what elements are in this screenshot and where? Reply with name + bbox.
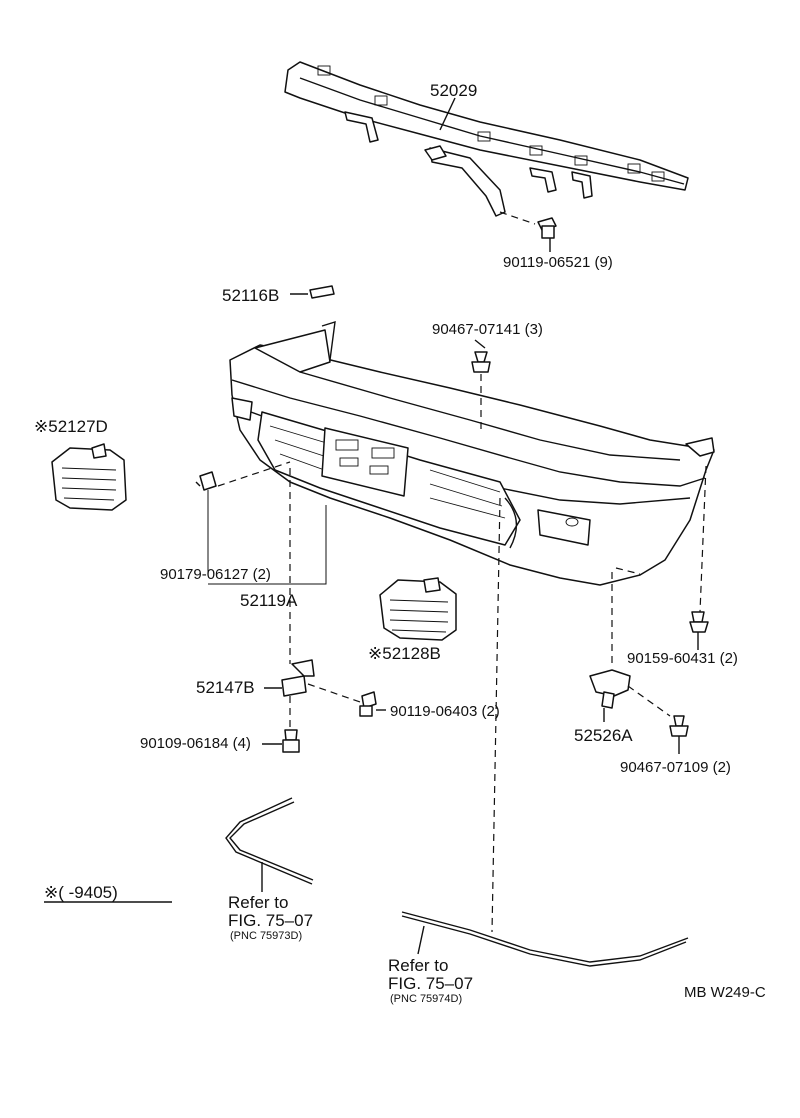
nut-90179-06127-icon (195, 461, 291, 574)
label-90179-06127: 90179-06127 (2) (160, 566, 271, 583)
bumper-reinforcement (284, 61, 689, 217)
label-90467-07141: 90467-07141 (3) (432, 321, 543, 338)
label-52127D: ※52127D (34, 417, 108, 436)
label-52119A: 52119A (240, 591, 298, 610)
diagram-code: MB W249-C (684, 984, 766, 1001)
label-52147B: 52147B (196, 678, 255, 697)
refer-to-2: Refer to (388, 956, 449, 975)
applicability-note: ※( -9405) (44, 883, 118, 902)
clip-52116B-icon (290, 285, 335, 299)
label-90119-06403: 90119-06403 (2) (390, 703, 500, 720)
bolt-90119-06403-icon (359, 691, 386, 717)
label-90119-06521: 90119-06521 (9) (503, 254, 613, 271)
bolt-90109-06184-icon (262, 729, 300, 753)
side-grille-52127D (51, 443, 127, 511)
label-90109-06184: 90109-06184 (4) (140, 735, 251, 752)
label-52029: 52029 (430, 81, 478, 100)
clip-90467-07109-icon (669, 715, 689, 754)
label-52128B: ※52128B (368, 644, 441, 663)
pnc-ref-2: (PNC 75974D) (390, 993, 463, 1005)
leader-52119A (208, 505, 327, 585)
clip-90467-07141-icon (471, 339, 491, 432)
dash-90159 (699, 465, 707, 613)
refer-to-1: Refer to (228, 893, 289, 912)
pnc-ref-1: (PNC 75973D) (230, 930, 303, 942)
bracket-52147B (264, 659, 361, 728)
label-52526A: 52526A (574, 726, 633, 745)
dash-molding (491, 497, 501, 933)
fig-ref-2: FIG. 75–07 (388, 974, 474, 993)
bolt-90119-06521-icon (499, 211, 557, 252)
label-90159-60431: 90159-60431 (2) (627, 650, 738, 667)
bracket-52526A (589, 567, 671, 722)
molding-strip-left (225, 797, 314, 892)
label-90467-07109: 90467-07109 (2) (620, 759, 731, 776)
fig-ref-1: FIG. 75–07 (228, 911, 314, 930)
label-52116B: 52116B (222, 286, 280, 305)
side-grille-52128B (379, 577, 457, 641)
molding-strip-right (401, 911, 689, 967)
clip-90159-60431-icon (689, 611, 709, 650)
